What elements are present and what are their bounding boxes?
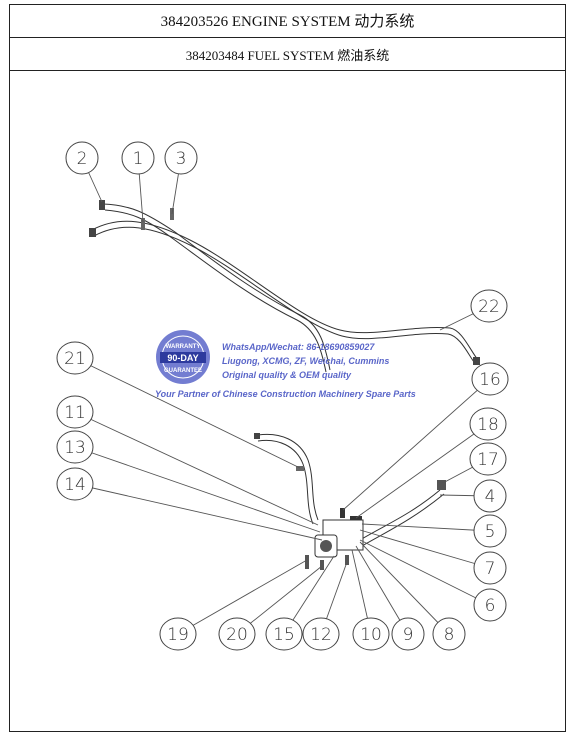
page-title: 384203526 ENGINE SYSTEM 动力系统 <box>9 4 566 38</box>
leader-line-14 <box>74 483 323 541</box>
callout-label-1: 1 <box>133 149 144 169</box>
leader-line-19 <box>177 559 308 635</box>
fitting-2 <box>99 200 105 210</box>
lower-hose-assembly <box>254 433 446 570</box>
callout-label-7: 7 <box>485 559 496 579</box>
callout-balloon-10 <box>352 617 390 651</box>
bolt-20 <box>320 560 324 570</box>
watermark-line-2: Liugong, XCMG, ZF, Weichai, Cummins <box>222 356 389 366</box>
badge-days-text: 90-DAY <box>167 353 198 363</box>
callout-label-5: 5 <box>485 522 496 542</box>
fitting-left <box>89 228 96 237</box>
callout-label-4: 4 <box>485 487 496 507</box>
drawing-frame <box>9 4 566 732</box>
watermark: WARRANTY 90-DAY GUARANTEE WhatsApp/Wecha… <box>155 330 416 399</box>
callout-balloon-6 <box>473 588 507 622</box>
callout-balloon-13 <box>56 430 94 464</box>
leader-line-20 <box>236 565 323 635</box>
drain-valve <box>320 540 332 552</box>
callout-balloon-1 <box>121 141 155 175</box>
callout-label-20: 20 <box>226 625 248 645</box>
leader-line-21 <box>74 357 301 469</box>
badge-top-text: WARRANTY <box>166 344 201 350</box>
fitting-21 <box>254 433 260 439</box>
callout-label-3: 3 <box>176 149 187 169</box>
callout-balloon-5 <box>473 514 507 548</box>
leader-line-9 <box>355 545 409 635</box>
callout-balloon-9 <box>391 617 425 651</box>
watermark-line-3: Original quality & OEM quality <box>222 370 352 380</box>
callout-balloon-16 <box>471 362 509 396</box>
callout-label-14: 14 <box>64 475 86 495</box>
callout-balloon-4 <box>473 479 507 513</box>
leader-line-7 <box>359 529 491 569</box>
callout-label-8: 8 <box>444 625 455 645</box>
fitting-22 <box>473 357 480 365</box>
badge-bottom-text: GUARANTEE <box>164 368 202 374</box>
callout-balloon-21 <box>56 341 94 375</box>
page-subtitle: 384203484 FUEL SYSTEM 燃油系统 <box>9 38 566 71</box>
callout-label-6: 6 <box>485 596 496 616</box>
callout-balloon-14 <box>56 467 94 501</box>
clamp-1 <box>141 218 145 230</box>
watermark-line-4: Your Partner of Chinese Construction Mac… <box>155 389 416 399</box>
callout-balloon-20 <box>218 617 256 651</box>
callout-label-21: 21 <box>64 349 86 369</box>
callout-balloon-18 <box>469 407 507 441</box>
callout-label-2: 2 <box>77 149 88 169</box>
leader-line-13 <box>74 446 321 533</box>
callout-label-10: 10 <box>360 625 382 645</box>
callout-balloon-12 <box>302 617 340 651</box>
bolt-16 <box>340 508 345 518</box>
callout-balloon-15 <box>265 617 303 651</box>
callout-label-19: 19 <box>167 625 189 645</box>
callout-label-15: 15 <box>273 625 295 645</box>
callout-balloon-17 <box>469 442 507 476</box>
callout-balloon-2 <box>65 141 99 175</box>
leader-line-8 <box>359 541 450 635</box>
callout-label-17: 17 <box>477 450 499 470</box>
callout-balloon-19 <box>159 617 197 651</box>
callout-balloon-7 <box>473 551 507 585</box>
leader-line-11 <box>74 411 319 526</box>
callout-label-12: 12 <box>310 625 332 645</box>
callout-balloon-3 <box>164 141 198 175</box>
callout-label-16: 16 <box>479 370 501 390</box>
callout-label-9: 9 <box>403 625 414 645</box>
clamp-21 <box>296 466 304 471</box>
callout-balloon-8 <box>432 617 466 651</box>
fitting-17 <box>437 480 446 490</box>
leader-line-6 <box>359 539 491 606</box>
callout-balloon-11 <box>56 395 94 429</box>
callout-label-22: 22 <box>478 297 500 317</box>
callout-balloon-22 <box>470 289 508 323</box>
bolt-19 <box>305 555 309 569</box>
leader-line-18 <box>355 423 489 519</box>
callout-label-18: 18 <box>477 415 499 435</box>
leader-line-5 <box>361 523 491 532</box>
bolt-12 <box>345 555 349 565</box>
watermark-line-1: WhatsApp/Wechat: 86-18690859027 <box>222 342 375 352</box>
callout-label-13: 13 <box>64 438 86 458</box>
leader-line-16 <box>342 378 491 511</box>
callout-label-11: 11 <box>64 403 86 423</box>
badge-ribbon <box>160 352 206 363</box>
